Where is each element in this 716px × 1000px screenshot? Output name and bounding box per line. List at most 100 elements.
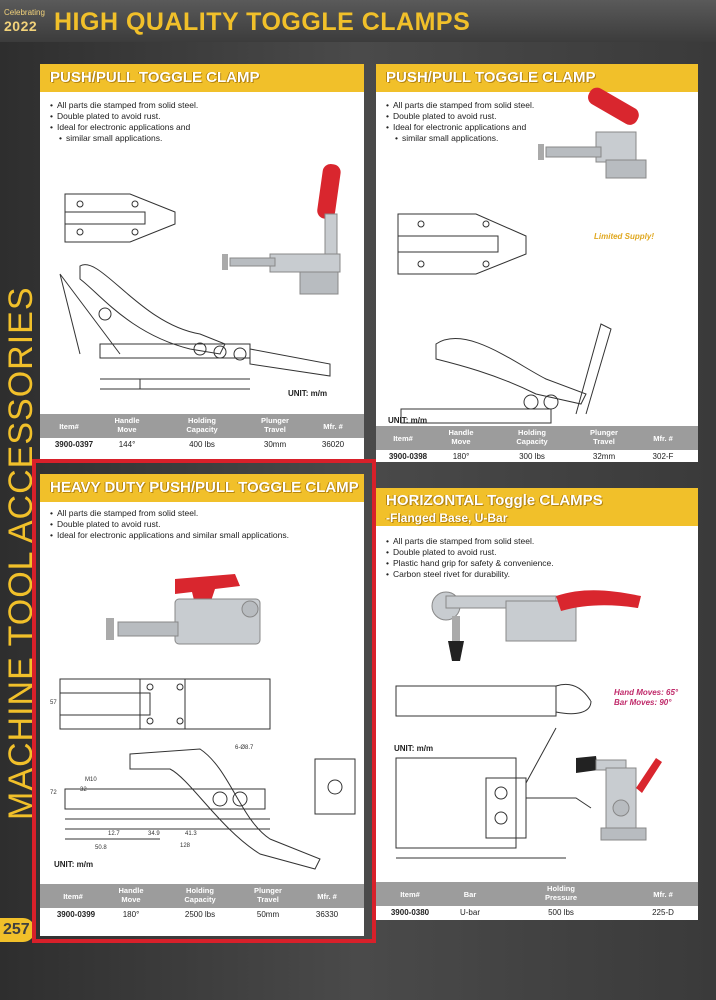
spec-header-row: Item# Handle Move Holding Capacity Plung… xyxy=(40,414,364,438)
feature-item: All parts die stamped from solid steel. xyxy=(386,100,534,111)
feature-item: Double plated to avoid rust. xyxy=(50,519,289,530)
spec-handle-move: 144° xyxy=(118,440,136,449)
feature-item: Double plated to avoid rust. xyxy=(50,111,198,122)
unit-label: UNIT: m/m xyxy=(394,744,434,753)
spec-header-holding-capacity: Holding Capacity xyxy=(516,428,548,446)
spec-header-holding-capacity: Holding Capacity xyxy=(184,886,216,904)
spec-table: Item# Handle Move Holding Capacity Plung… xyxy=(40,414,364,451)
feature-list: All parts die stamped from solid steel. … xyxy=(50,100,198,144)
limited-supply-callout: Limited Supply! xyxy=(594,232,654,241)
spec-holding-capacity: 400 lbs xyxy=(189,440,215,449)
product-title: HORIZONTAL Toggle CLAMPS xyxy=(386,492,603,509)
spec-holding-capacity: 2500 lbs xyxy=(184,910,216,919)
unit-label: UNIT: m/m xyxy=(54,860,94,869)
selection-highlight-box xyxy=(32,459,376,943)
spec-header-handle-move: Handle Move xyxy=(118,886,144,904)
feature-item: Ideal for electronic applications and xyxy=(386,122,534,133)
spec-row: 3900-0397 144° 400 lbs 30mm 36020 xyxy=(40,438,364,451)
spec-header-row: Item# Handle Move Holding Capacity Plung… xyxy=(40,884,364,908)
technical-drawing xyxy=(397,213,612,453)
spec-header-holding-pressure: Holding Pressure xyxy=(544,884,578,902)
feature-item: All parts die stamped from solid steel. xyxy=(386,536,554,547)
spec-handle-move: 180° xyxy=(122,910,140,919)
logo-text-year: 2022 xyxy=(4,18,38,34)
spec-row: 3900-0398 180° 300 lbs 32mm 302-F xyxy=(376,450,698,462)
spec-header-item: Item# xyxy=(63,892,83,901)
spec-header-mfr: Mfr. # xyxy=(317,892,337,901)
clamp-photo xyxy=(106,574,261,645)
spec-mfr-number: 36330 xyxy=(315,910,339,919)
spec-item-number: 3900-0397 xyxy=(54,440,94,449)
technical-drawing xyxy=(395,683,592,859)
spec-mfr-number: 302-F xyxy=(652,452,674,461)
spec-header-holding-capacity: Holding Capacity xyxy=(186,416,218,434)
unit-label: UNIT: m/m xyxy=(288,389,328,398)
spec-table: Item# Handle Move Holding Capacity Plung… xyxy=(376,426,698,462)
feature-item: All parts die stamped from solid steel. xyxy=(50,100,198,111)
spec-table: Item# Handle Move Holding Capacity Plung… xyxy=(40,884,364,921)
spec-plunger-travel: 30mm xyxy=(263,440,287,449)
spec-mfr-number: 225-D xyxy=(652,908,674,917)
feature-list: All parts die stamped from solid steel. … xyxy=(386,100,534,144)
page-header: Celebrating 2022 HIGH QUALITY TOGGLE CLA… xyxy=(0,0,716,42)
clamp-photo xyxy=(222,164,341,295)
spec-plunger-travel: 32mm xyxy=(592,452,616,461)
spec-header-handle-move: Handle Move xyxy=(448,428,474,446)
feature-item-cont: similar small applications. xyxy=(50,133,198,144)
dim-label-72: 72 xyxy=(50,790,57,796)
feature-item: Ideal for electronic applications and si… xyxy=(50,530,289,541)
spec-header-row: Item# Handle Move Holding Capacity Plung… xyxy=(376,426,698,450)
spec-mfr-number: 36020 xyxy=(321,440,345,449)
spec-header-plunger-travel: Plunger Travel xyxy=(261,416,289,434)
clamp-photo xyxy=(538,87,647,179)
spec-table: Item# Bar Holding Pressure Mfr. # 3900-0… xyxy=(376,882,698,919)
spec-row: 3900-0380 U-bar 500 lbs 225-D xyxy=(376,906,698,919)
spec-header-row: Item# Bar Holding Pressure Mfr. # xyxy=(376,882,698,906)
spec-header-plunger-travel: Plunger Travel xyxy=(254,886,282,904)
product-subtitle: -Flanged Base, U-Bar xyxy=(386,511,508,525)
dim-label-m10: M10 xyxy=(85,777,97,783)
feature-item: Double plated to avoid rust. xyxy=(386,547,554,558)
spec-header-mfr: Mfr. # xyxy=(653,434,673,443)
spec-item-number: 3900-0380 xyxy=(390,908,430,917)
feature-item: Ideal for electronic applications and xyxy=(50,122,198,133)
spec-bar: U-bar xyxy=(459,908,480,917)
spec-header-mfr: Mfr. # xyxy=(323,422,343,431)
page-number: 257 xyxy=(0,918,35,942)
feature-list: All parts die stamped from solid steel. … xyxy=(386,536,554,580)
product-card-3900-0380: HORIZONTAL Toggle CLAMPS -Flanged Base, … xyxy=(376,488,698,920)
dim-label-32: 32 xyxy=(80,787,87,793)
product-title: PUSH/PULL TOGGLE CLAMP xyxy=(40,64,364,92)
dim-label-50-8: 50.8 xyxy=(95,845,107,851)
dim-label-6-8-7: 6-Ø8.7 xyxy=(235,745,254,751)
dim-label-57: 57 xyxy=(50,700,57,706)
product-title-block: HORIZONTAL Toggle CLAMPS -Flanged Base, … xyxy=(376,488,698,526)
spec-header-item: Item# xyxy=(393,434,413,443)
feature-item: All parts die stamped from solid steel. xyxy=(50,508,289,519)
spec-item-number: 3900-0398 xyxy=(388,452,428,461)
feature-item: Double plated to avoid rust. xyxy=(386,111,534,122)
product-card-3900-0397: PUSH/PULL TOGGLE CLAMP All parts die sta… xyxy=(40,64,364,462)
clamp-photo xyxy=(431,590,641,661)
spec-header-item: Item# xyxy=(400,890,420,899)
spec-plunger-travel: 50mm xyxy=(256,910,280,919)
spec-header-bar: Bar xyxy=(463,890,477,899)
feature-item: Plastic hand grip for safety & convenien… xyxy=(386,558,554,569)
product-card-3900-0398: PUSH/PULL TOGGLE CLAMP All parts die sta… xyxy=(376,64,698,462)
anniversary-logo: Celebrating 2022 xyxy=(4,2,48,40)
feature-list: All parts die stamped from solid steel. … xyxy=(50,508,289,541)
clamp-photo-side xyxy=(576,756,662,841)
page-title: HIGH QUALITY TOGGLE CLAMPS xyxy=(54,8,471,36)
spec-holding-capacity: 300 lbs xyxy=(519,452,545,461)
spec-item-number: 3900-0399 xyxy=(56,910,96,919)
spec-header-mfr: Mfr. # xyxy=(653,890,673,899)
technical-drawing: M10 32 12.7 34.9 41.3 128 50.8 6-Ø8.7 72… xyxy=(50,678,356,870)
logo-text-celebrating: Celebrating xyxy=(4,8,45,17)
dim-label-128: 128 xyxy=(180,843,191,849)
product-title: PUSH/PULL TOGGLE CLAMP xyxy=(376,64,698,92)
spec-header-handle-move: Handle Move xyxy=(114,416,140,434)
spec-header-item: Item# xyxy=(59,422,79,431)
feature-item: Carbon steel rivet for durability. xyxy=(386,569,554,580)
spec-row: 3900-0399 180° 2500 lbs 50mm 36330 xyxy=(40,908,364,921)
